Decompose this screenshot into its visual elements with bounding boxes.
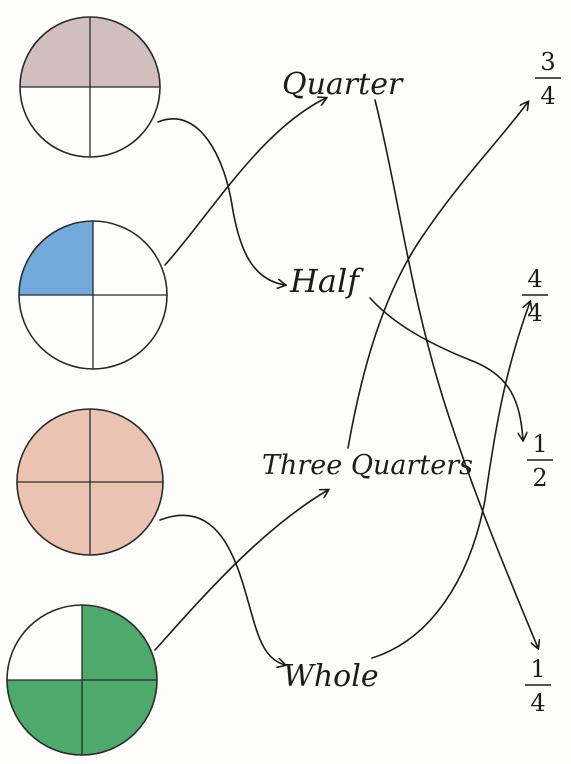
- shaded-quarter: [90, 482, 163, 555]
- fraction-denominator: 4: [527, 299, 542, 327]
- fraction-one-half: 1 2: [527, 430, 553, 492]
- fraction-numerator: 1: [532, 430, 547, 458]
- circle-three-quarters: [6, 604, 158, 756]
- fraction-three-fourths: 3 4: [535, 48, 561, 110]
- arrow-whole-to-four-fourths: [371, 302, 530, 659]
- arrow-half-to-one-half: [369, 297, 523, 440]
- fraction-circles: [6, 16, 168, 756]
- word-whole: Whole: [283, 659, 379, 694]
- circle-quarter: [18, 220, 168, 370]
- fraction-numerator: 1: [530, 655, 545, 683]
- fraction-numerator: 4: [527, 265, 542, 293]
- arrow-circle2-to-quarter: [164, 98, 326, 266]
- shaded-quarter: [82, 605, 157, 680]
- shaded-quarter: [82, 680, 157, 755]
- arrow-quarter-to-one-fourth: [374, 99, 538, 648]
- shaded-quarter: [17, 482, 90, 555]
- fraction-denominator: 2: [532, 464, 547, 492]
- shaded-quarter: [20, 17, 90, 87]
- shaded-quarter: [19, 221, 93, 295]
- shaded-quarter: [17, 409, 90, 482]
- arrow-circle1-to-half: [157, 118, 285, 285]
- word-half: Half: [289, 262, 364, 300]
- fraction-one-fourth: 1 4: [525, 655, 551, 717]
- fraction-numerator: 3: [540, 48, 555, 76]
- arrow-circle3-to-whole: [159, 514, 285, 665]
- shaded-quarter: [7, 680, 82, 755]
- circle-half: [19, 16, 161, 158]
- fraction-four-fourths: 4 4: [522, 265, 548, 327]
- arrow-three-quarters-to-three-fourths: [347, 102, 528, 449]
- word-quarter: Quarter: [282, 67, 404, 102]
- word-three-quarters: Three Quarters: [262, 450, 473, 481]
- fraction-denominator: 4: [530, 689, 545, 717]
- arrow-circle4-to-three-quarters: [154, 490, 328, 651]
- shaded-quarter: [90, 17, 160, 87]
- fraction-denominator: 4: [540, 82, 555, 110]
- circle-whole: [16, 408, 164, 556]
- shaded-quarter: [90, 409, 163, 482]
